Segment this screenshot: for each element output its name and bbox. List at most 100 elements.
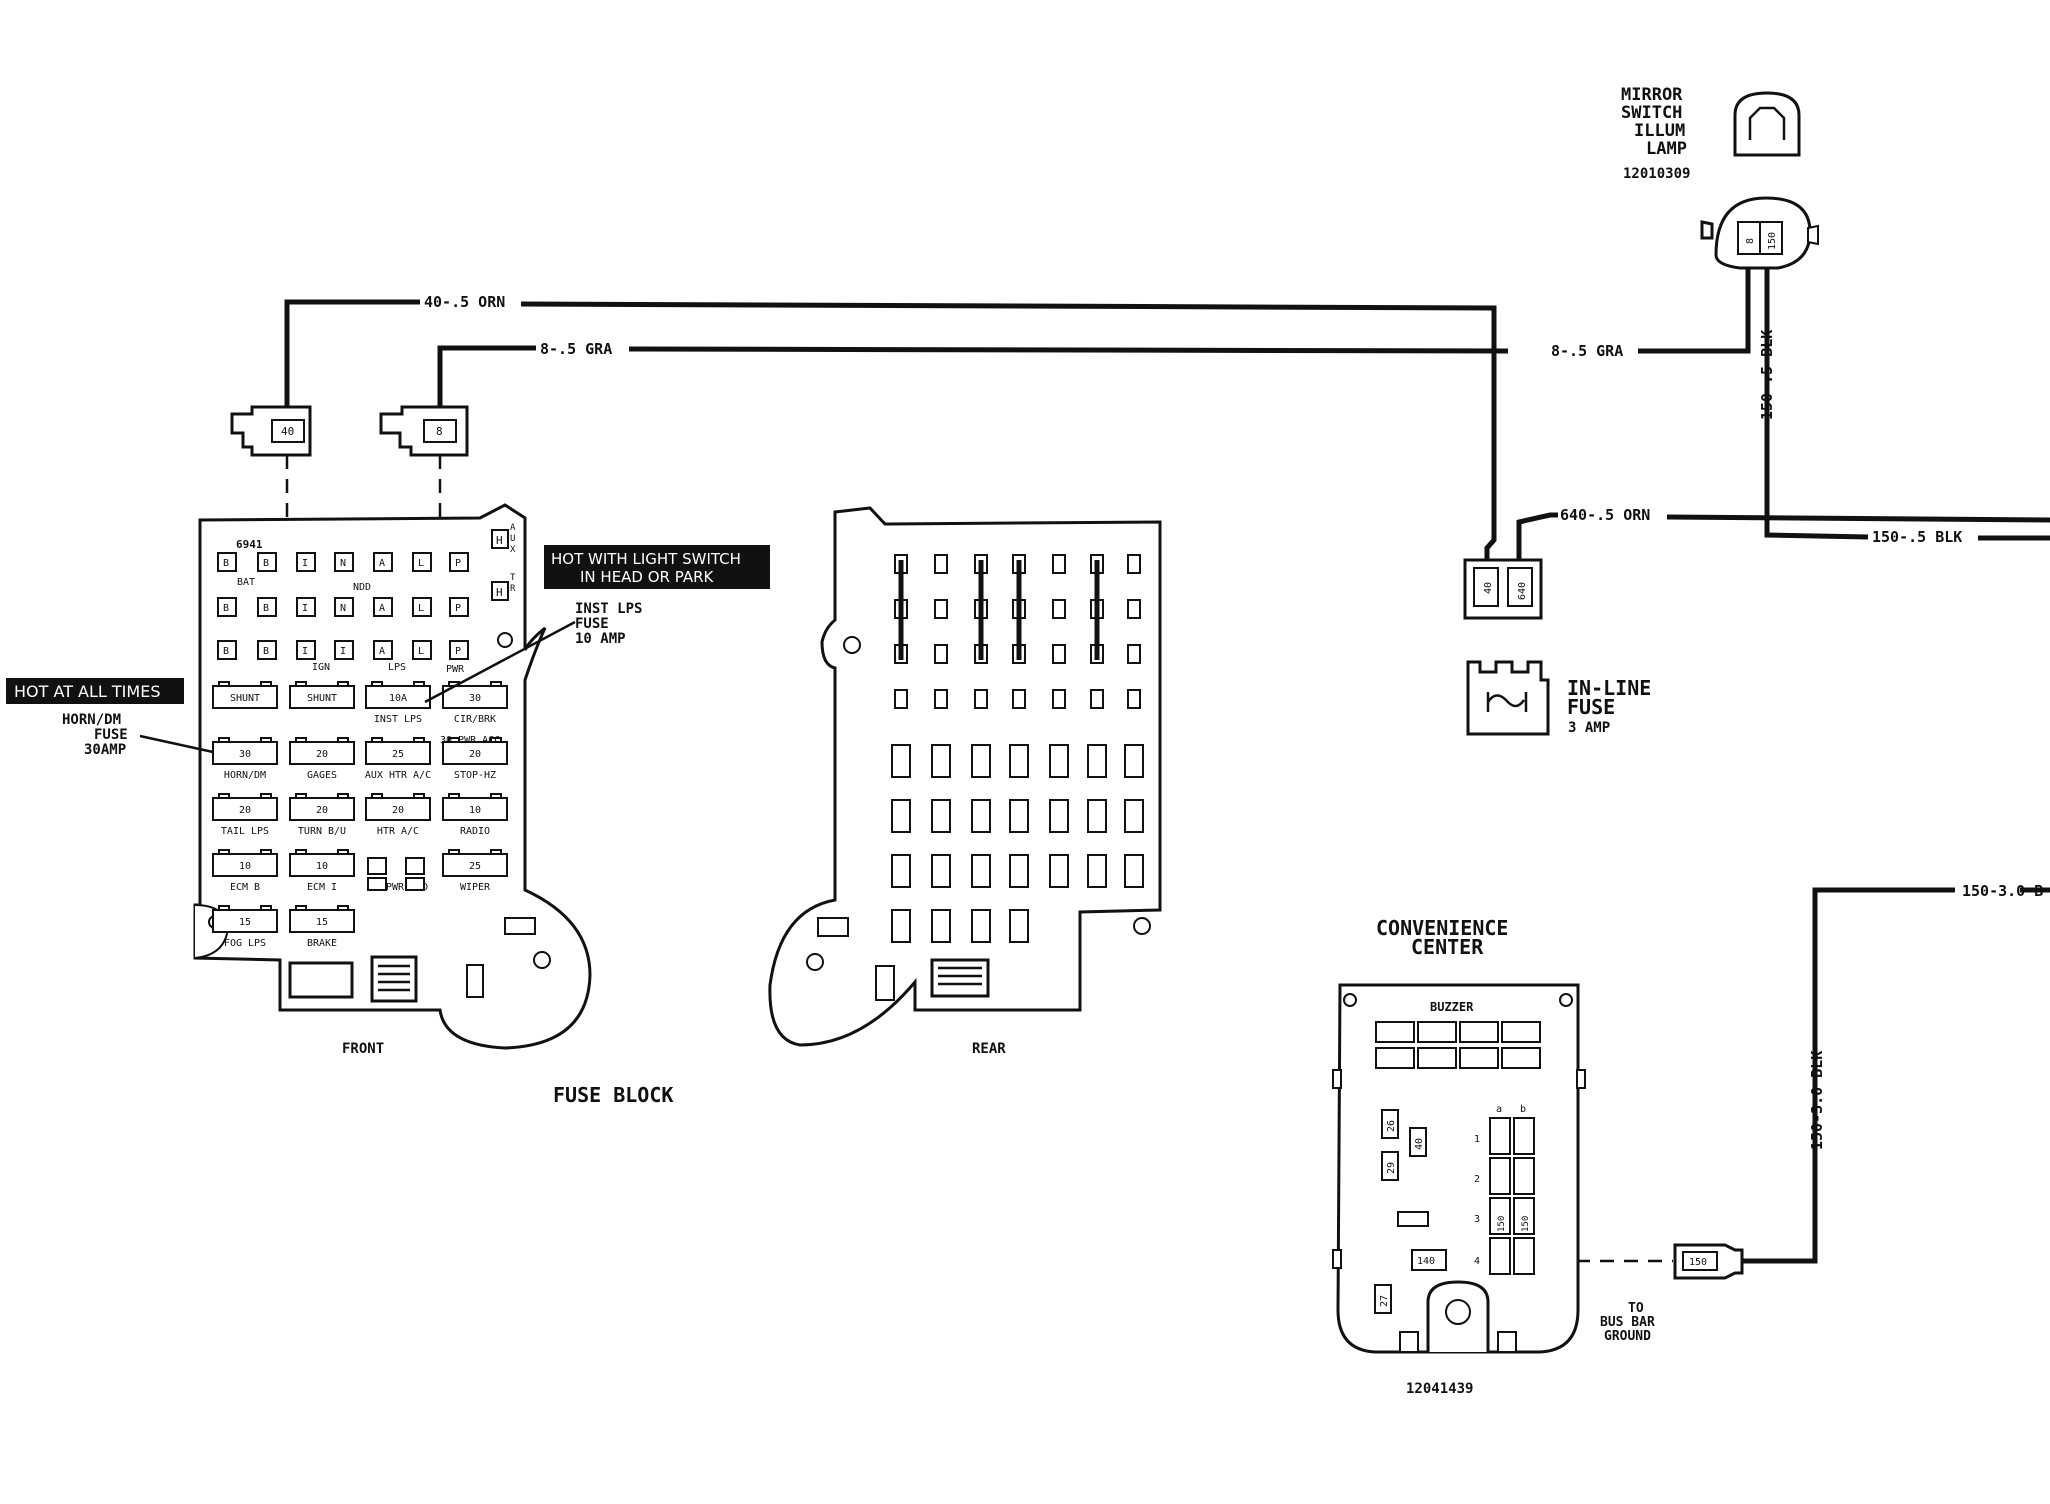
terminal: N	[334, 552, 354, 572]
svg-text:29: 29	[1386, 1162, 1397, 1174]
svg-text:B: B	[223, 646, 229, 657]
svg-text:15: 15	[316, 917, 328, 928]
svg-text:SHUNT: SHUNT	[307, 693, 337, 704]
horn-fuse-note-1: FUSE	[94, 727, 128, 743]
terminal: I	[296, 640, 316, 660]
terminal: I	[296, 597, 316, 617]
wire-label-150-3-vert: 150-3.0 BLK	[1808, 1051, 1826, 1150]
terminal: A	[373, 597, 393, 617]
svg-text:I: I	[302, 603, 308, 614]
svg-text:CIR/BRK: CIR/BRK	[454, 714, 496, 725]
svg-text:a: a	[1496, 1104, 1502, 1115]
svg-text:27: 27	[1379, 1295, 1390, 1307]
convenience-title-1: CENTER	[1411, 935, 1484, 959]
fuse-block-rear: REAR	[768, 506, 1162, 1057]
svg-text:RADIO: RADIO	[460, 826, 490, 837]
rear-terminal	[1127, 554, 1141, 574]
svg-text:ECM B: ECM B	[230, 882, 260, 893]
svg-text:25: 25	[469, 861, 481, 872]
rear-terminal	[1049, 799, 1069, 833]
svg-text:150: 150	[1689, 1257, 1707, 1268]
terminal: P	[449, 597, 469, 617]
terminal: B	[257, 552, 277, 572]
svg-text:b: b	[1520, 1104, 1526, 1115]
rear-terminal	[894, 689, 908, 709]
svg-text:2: 2	[1474, 1174, 1480, 1185]
svg-text:BRAKE: BRAKE	[307, 938, 337, 949]
to-ground-0: TO	[1628, 1301, 1644, 1316]
rear-label: REAR	[972, 1041, 1006, 1057]
svg-text:30: 30	[469, 693, 481, 704]
fuse: SHUNT	[289, 681, 355, 709]
rear-terminal-grid	[891, 554, 1144, 943]
svg-text:L: L	[418, 558, 424, 569]
svg-text:WIPER: WIPER	[460, 882, 491, 893]
buzzer-label: BUZZER	[1430, 1000, 1474, 1014]
rear-terminal	[1090, 689, 1104, 709]
hot-at-all-times-label: HOT AT ALL TIMES	[6, 678, 184, 704]
rear-terminal	[1009, 854, 1029, 888]
svg-text:10: 10	[316, 861, 328, 872]
svg-text:P: P	[455, 603, 461, 614]
wire-label-150-3: 150-3.0 B	[1962, 882, 2043, 900]
rear-terminal	[891, 744, 911, 778]
svg-text:30 PWR ACC: 30 PWR ACC	[440, 735, 500, 746]
wire-150-3-blk	[1742, 887, 1955, 1264]
svg-text:U: U	[510, 534, 515, 544]
svg-text:HTR A/C: HTR A/C	[377, 826, 419, 837]
svg-text:4: 4	[1474, 1256, 1480, 1267]
terminal: P	[449, 552, 469, 572]
svg-text:150: 150	[1521, 1216, 1531, 1232]
mirror-title-3: LAMP	[1646, 139, 1687, 159]
svg-text:140: 140	[1417, 1256, 1435, 1267]
inst-fuse-note-0: INST LPS	[575, 601, 642, 617]
terminal: P	[449, 640, 469, 660]
svg-text:3: 3	[1474, 1214, 1480, 1225]
svg-text:B: B	[263, 646, 269, 657]
svg-text:10: 10	[239, 861, 251, 872]
rear-terminal	[1127, 689, 1141, 709]
svg-text:I: I	[340, 646, 346, 657]
svg-text:150: 150	[1767, 232, 1778, 250]
ground-connector: 150	[1673, 1243, 1744, 1280]
fuse: 30 PWR NDD	[368, 882, 428, 893]
fuse: SHUNT	[212, 681, 278, 709]
svg-text:P: P	[455, 558, 461, 569]
wire-8-gra-run	[628, 346, 1509, 354]
svg-text:A: A	[379, 603, 385, 614]
rear-terminal	[1087, 744, 1107, 778]
terminal: L	[412, 552, 432, 572]
wire-label-640-orn: 640-.5 ORN	[1560, 506, 1650, 524]
rear-terminal	[934, 689, 948, 709]
svg-text:NDD: NDD	[353, 582, 371, 593]
rear-terminal	[1009, 744, 1029, 778]
mirror-part-number: 12010309	[1623, 166, 1690, 182]
rear-terminal	[1052, 689, 1066, 709]
rear-terminal	[971, 744, 991, 778]
wire-label-8-gra-right: 8-.5 GRA	[1551, 342, 1623, 360]
terminal: B	[257, 597, 277, 617]
svg-text:8: 8	[436, 425, 443, 438]
rear-terminal	[1012, 689, 1026, 709]
svg-text:IGN: IGN	[312, 662, 330, 673]
rear-terminal	[1052, 644, 1066, 664]
wire-label-150-blk-vert: 150-.5 BLK	[1758, 330, 1776, 420]
fuse-block-title: FUSE BLOCK	[553, 1083, 673, 1107]
rear-terminal	[974, 689, 988, 709]
rear-terminal	[1009, 799, 1029, 833]
horn-leader	[139, 734, 214, 754]
svg-text:H: H	[496, 534, 503, 547]
convenience-title-0: CONVENIENCE	[1376, 916, 1508, 940]
svg-text:1: 1	[1474, 1134, 1480, 1145]
svg-text:30: 30	[239, 749, 251, 760]
